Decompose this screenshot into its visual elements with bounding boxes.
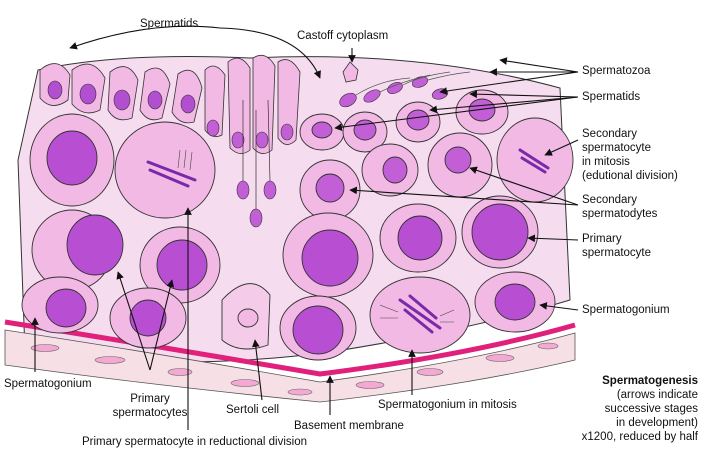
label-secondary-sp-1: Secondary <box>582 194 637 207</box>
caption-line-1: (arrows indicate <box>540 389 698 402</box>
label-spermatogonium-left: Spermatogonium <box>4 378 92 391</box>
label-primary-right-1: Primary <box>582 233 622 246</box>
label-spermatids-top: Spermatids <box>140 18 198 31</box>
label-secondary-sp-2: spermatodytes <box>582 208 657 221</box>
caption-line-4: x1200, reduced by half <box>540 431 698 444</box>
caption-line-2: successive stages <box>540 403 698 416</box>
label-basement: Basement membrane <box>294 420 404 433</box>
label-secondary-mitosis-3: in mitosis <box>582 156 630 169</box>
caption-line-3: in development) <box>540 417 698 430</box>
label-spermatids-right: Spermatids <box>582 91 640 104</box>
label-spermatogonium-right: Spermatogonium <box>582 304 670 317</box>
label-primary-left-1: Primary <box>110 393 190 406</box>
caption-title: Spermatogenesis <box>540 375 698 388</box>
label-castoff-cytoplasm: Castoff cytoplasm <box>297 30 388 43</box>
label-primary-left-2: spermatocytes <box>110 407 190 420</box>
label-secondary-mitosis-4: (edutional division) <box>582 170 678 183</box>
label-primary-reductional: Primary spermatocyte in reductional divi… <box>82 436 307 449</box>
label-spermatozoa: Spermatozoa <box>582 65 650 78</box>
label-secondary-mitosis-2: spermatocyte <box>582 142 651 155</box>
label-primary-right-2: spermatocyte <box>582 247 651 260</box>
label-sertoli: Sertoli cell <box>226 404 279 417</box>
label-spermatogonium-mitosis: Spermatogonium in mitosis <box>378 399 517 412</box>
label-secondary-mitosis-1: Secondary <box>582 128 637 141</box>
